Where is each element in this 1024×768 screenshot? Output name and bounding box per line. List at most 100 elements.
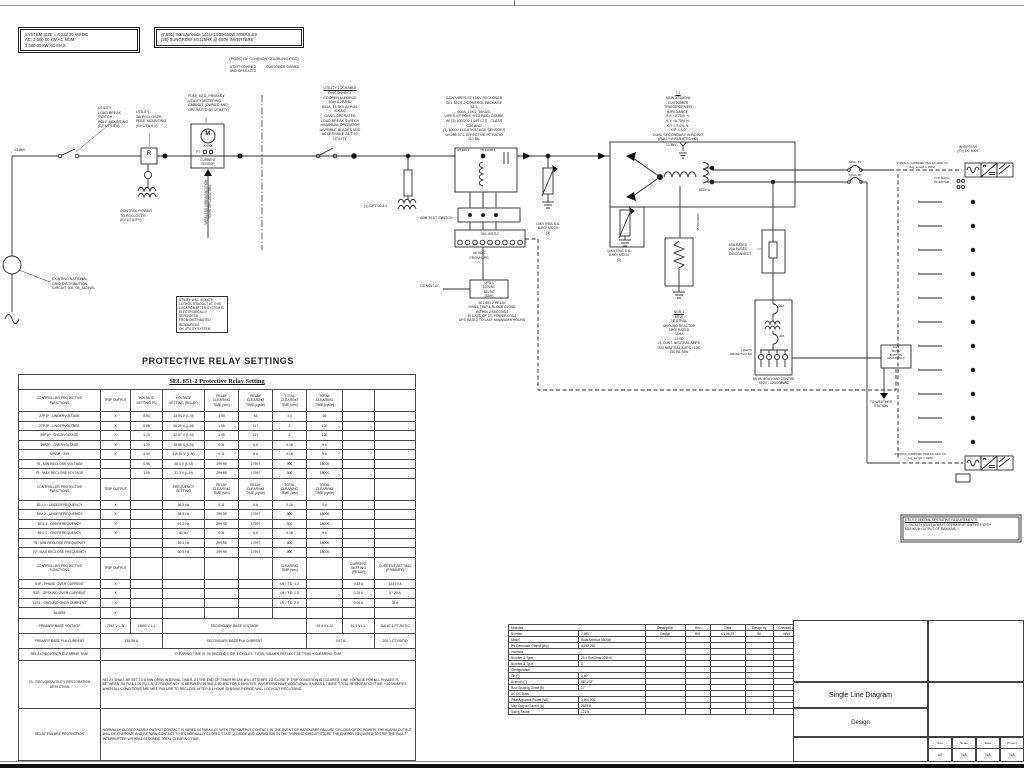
table-cell: 26.29 V (L-N)	[162, 420, 205, 431]
table-cell	[374, 468, 416, 479]
table-cell: U4 / T.D. 1.2	[272, 578, 307, 589]
meter-letter: M	[205, 131, 211, 137]
table-cell: PRIMARY BASE FLA CURRENT	[18, 633, 101, 649]
table-cell	[342, 430, 375, 441]
table-cell: X	[100, 597, 131, 608]
table-cell: 79 - MIN RECLOSE VOLTAGE	[18, 458, 101, 469]
table-cell	[374, 458, 416, 469]
isolate-note: UTILITY WILL ISOLATE, LOCKOUT/TAGOUT AT …	[176, 296, 228, 333]
table-cell: 9.6	[306, 499, 343, 510]
table-cell: 57.20 A	[374, 588, 416, 599]
table-cell: X	[100, 499, 131, 510]
weather-station-label: TO WEATHER STATION	[869, 400, 893, 409]
table-cell	[162, 556, 205, 580]
table-cell	[162, 607, 205, 619]
table-cell	[306, 607, 343, 619]
special-requirements-body: 1. FACILITY MUST ALWAYS OPERATE AT UNITY…	[905, 523, 991, 532]
field-value: N/A	[961, 752, 967, 757]
table-cell: 7967 V L-N	[100, 618, 131, 634]
table-cell: 29.9 V L-N	[306, 618, 343, 634]
string-wiring-note-2: STRINGS COMBINED PER 1/0 AWG CU Avg. Len…	[894, 452, 946, 460]
table-cell: 61.2 Hz	[162, 518, 205, 529]
table-cell	[342, 607, 375, 619]
table-cell: VOLTAGE SETTING PU	[130, 389, 163, 412]
existing-grid-label: EXISTING NATIONAL GRID DISTRIBUTION CIRC…	[52, 277, 95, 291]
table-cell: 1.95	[204, 430, 239, 441]
table-cell: 32.87 V (L-N)	[162, 430, 205, 441]
table-cell: RELAY CLEARING TIME (sec)	[204, 389, 239, 412]
table-cell	[374, 537, 416, 548]
table-cell	[745, 708, 774, 715]
table-cell: X	[100, 420, 131, 431]
surge-arrester-1-label: 10KV RMS S.A. 8.4KV MCOV (3)	[535, 222, 561, 235]
lights-receptacles-label: LIGHTS RECEPTACLES	[730, 348, 752, 356]
feeder-fuse-2-label: 100A, 3P	[849, 173, 862, 177]
table-cell: 63	[238, 411, 273, 422]
table-cell: 59P2P - OVERVOLTAGE	[18, 439, 101, 450]
table-cell: 35.85 V (L-N)	[162, 439, 205, 450]
metering-cabinet-symbol	[190, 117, 243, 169]
table-cell: X	[100, 528, 131, 539]
table-cell	[238, 588, 273, 599]
table-cell: CURRENT SETTING (PRIMARY)	[374, 556, 416, 580]
field-label: Project	[1001, 738, 1023, 749]
field-label: Size	[929, 738, 951, 749]
drawing-title: Single Line Diagram	[793, 682, 928, 708]
table-cell: 299.95	[204, 509, 239, 520]
table-cell: 81U-2 - UNDERFREQUENCY	[18, 509, 101, 520]
inverter-assembly-top	[956, 162, 1014, 189]
table-cell: X	[100, 509, 131, 520]
table-cell	[374, 477, 416, 501]
table-cell	[238, 607, 273, 619]
table-cell: VOLTAGE SETTING (RELAY)	[162, 389, 205, 412]
table-cell	[342, 509, 375, 520]
table-cell: TOTAL CLEARING TIME (sec)	[272, 389, 307, 412]
table-cell	[342, 537, 375, 548]
mini-load-centre	[754, 299, 881, 376]
table-cell: 79 - MAX RECLOSE VOLTAGE	[18, 468, 101, 479]
vs-ratio-label: VS 10000:1	[480, 148, 496, 152]
table-cell	[130, 588, 163, 599]
relay-settings-heading: PROTECTIVE RELAY SETTINGS	[141, 356, 295, 366]
pcc-label: (POINT OF COMMON COUPLING-PCC)	[229, 57, 299, 61]
table-cell: 18000	[306, 509, 343, 520]
table-cell: 2	[272, 430, 307, 441]
sheet-frame-bar	[0, 764, 1024, 768]
table-cell	[162, 588, 205, 599]
metering-cabinet-label: POLE MTD, PRIMARY UTILITY METERING CABIN…	[188, 94, 229, 112]
table-cell	[204, 556, 239, 580]
table-cell	[204, 588, 239, 599]
lockable-disconnect-title: UTILITY LOCKABLE	[323, 86, 357, 90]
recloser-package-label: G&W VIPER-ST 15KV RECLOSER SEL 651R-2 CO…	[443, 96, 505, 142]
utility-owned-label: UTILITY OWNED AND OPERATED	[229, 65, 257, 74]
table-cell: 120	[306, 420, 343, 431]
table-cell: 27P1P - UNDERVOLTAGE	[18, 411, 101, 422]
table-cell: U4 / T.D. 1.5	[272, 588, 307, 599]
ups-feed-label: 48 VDC FROM UPS	[469, 251, 489, 260]
ups-note: SEL 651-2 RELAY SHALL TRIP & BLOCK CLOSE…	[458, 301, 526, 323]
table-cell	[130, 499, 163, 510]
current-sensor-label: CURRENT SENSOR	[200, 158, 216, 167]
inverters-label: INVERTERS (PV) 1/0, 600V	[957, 145, 979, 154]
table-cell: 6.6	[238, 499, 273, 510]
table-cell	[374, 547, 416, 558]
transformer-tag: T-1	[675, 91, 681, 95]
table-cell: 51S1 - GROUND OVER CURRENT	[18, 597, 101, 608]
table-cell: U5 / T.D. 2.0	[272, 597, 307, 608]
table-cell: 1.20	[130, 439, 163, 450]
lockable-disconnect-label: DISCONNECT COOPER M-FORCE M5H117P2HU 600…	[319, 91, 361, 141]
table-cell: X	[100, 439, 131, 450]
table-cell	[374, 420, 416, 431]
table-cell: 9.6	[306, 449, 343, 460]
fused-disconnect-symbol	[757, 179, 786, 300]
table-cell: 31.3 V (L-N)	[162, 468, 205, 479]
table-cell	[342, 468, 375, 479]
table-cell	[100, 458, 131, 469]
customer-owned-label: CUSTOMER OWNED	[266, 65, 300, 69]
lockable-disconnect-symbol	[315, 147, 357, 159]
title-block-stamp-cell	[928, 682, 1024, 737]
table-cell	[374, 499, 416, 510]
table-cell: X	[100, 449, 131, 460]
